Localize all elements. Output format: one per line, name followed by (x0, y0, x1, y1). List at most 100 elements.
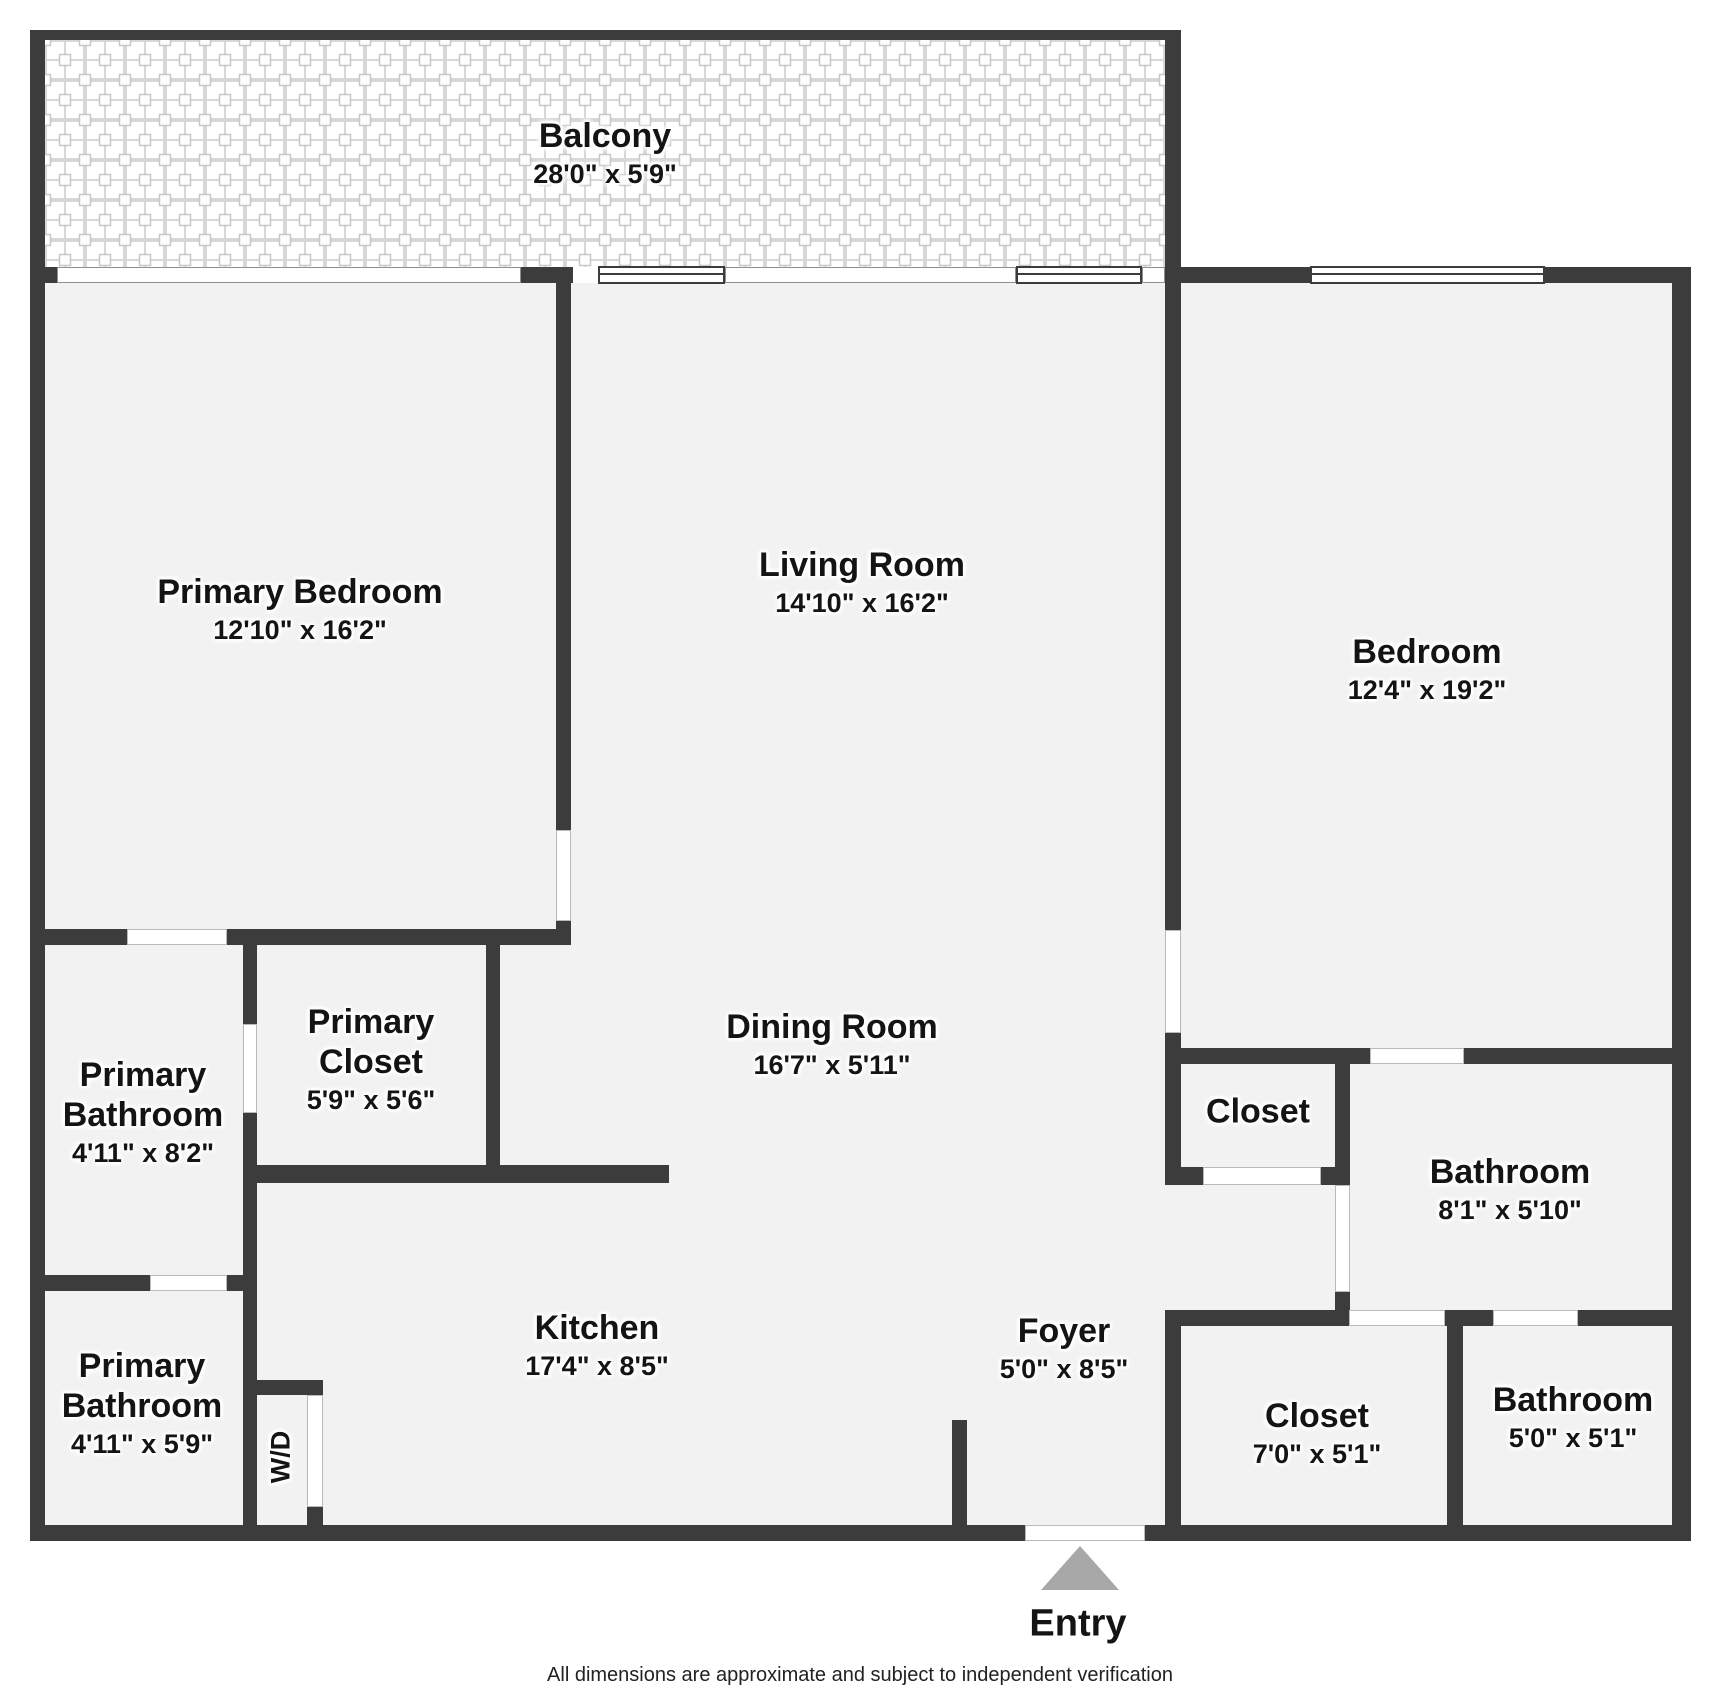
wall-divider-mid (1165, 1033, 1181, 1180)
wall-hall-bottom-left (1165, 1310, 1349, 1326)
footer-disclaimer: All dimensions are approximate and subje… (547, 1664, 1173, 1686)
wall-primary-bedroom-right (556, 283, 571, 830)
room-dims: 16'7" x 5'11" (753, 1050, 911, 1080)
label-washer-dryer: W/D (265, 1430, 296, 1484)
room-name: Bathroom (1429, 1153, 1591, 1191)
wall-bedroom-bottom-right (1464, 1048, 1672, 1064)
wall-foyer-closet-right (1447, 1326, 1463, 1525)
door-foyer-closet (1349, 1310, 1445, 1326)
room-dims: 8'1" x 5'10" (1438, 1195, 1582, 1225)
room-dims: 5'9" x 5'6" (306, 1085, 436, 1115)
door-small-bathroom (1493, 1310, 1578, 1326)
room-dims: 5'0" x 5'1" (1508, 1423, 1638, 1453)
room-name: Bathroom (61, 1387, 223, 1425)
room-name: Closet (319, 1043, 423, 1081)
room-dims: 28'0" x 5'9" (533, 159, 677, 189)
room-name: Balcony (538, 117, 672, 155)
unit-floor (45, 283, 1672, 1525)
wall-right-exterior (1672, 267, 1691, 1541)
room-name: Primary (79, 1056, 207, 1094)
room-name: Closet (1265, 1397, 1369, 1435)
door-primary-bathroom-lower (150, 1275, 227, 1291)
room-dims: 5'0" x 8'5" (999, 1354, 1129, 1384)
wall-hall-bottom-right (1578, 1310, 1672, 1326)
window-living-room-left (598, 266, 725, 284)
balcony-tile-pattern (45, 40, 1165, 267)
wall-bedroom-top-right (1545, 267, 1672, 283)
room-label-foyer: Foyer 5'0" x 8'5" (1000, 1311, 1129, 1387)
wall-primary-bedroom-bottom-right (227, 929, 571, 945)
wall-bedroom-bottom-left (1165, 1048, 1370, 1064)
wall-hall-closet-bottom-right (1321, 1167, 1350, 1185)
wall-primary-bath-divider-left (45, 1275, 150, 1291)
wall-hall-closet-bottom-left (1165, 1167, 1203, 1185)
wall-living-bedroom-divider (1165, 283, 1181, 930)
window-balcony-slider (725, 267, 1016, 283)
room-label-dining-room: Dining Room 16'7" x 5'11" (726, 1007, 938, 1083)
room-name: Primary Bedroom (157, 573, 443, 611)
wall-kitchen-foyer-stub (952, 1420, 967, 1525)
door-hall-bathroom (1335, 1185, 1350, 1292)
door-primary-bathroom (127, 929, 227, 945)
wall-hall-bottom-mid (1445, 1310, 1493, 1326)
wall-bottom-right (1145, 1525, 1691, 1541)
wall-bedroom-top-left (1181, 267, 1310, 283)
room-label-hall-bathroom: Bathroom 8'1" x 5'10" (1430, 1152, 1591, 1228)
wall-balcony-right (1165, 30, 1181, 283)
room-label-bedroom: Bedroom 12'4" x 19'2" (1348, 632, 1507, 708)
room-name: Bedroom (1352, 633, 1502, 671)
door-hall-closet (1203, 1167, 1321, 1185)
room-dims: 4'11" x 8'2" (71, 1138, 215, 1168)
wall-top-center-pier (521, 267, 573, 283)
room-label-foyer-closet: Closet 7'0" x 5'1" (1253, 1396, 1382, 1472)
window-living-room-right (1016, 266, 1142, 284)
wall-top-left-end (45, 267, 57, 283)
window-primary-bedroom-band (57, 267, 521, 283)
window-bedroom (1310, 266, 1545, 284)
room-name: Primary (78, 1347, 206, 1385)
room-label-living-room: Living Room 14'10" x 16'2" (759, 545, 965, 621)
room-dims: 14'10" x 16'2" (775, 588, 949, 618)
wall-bottom-left (30, 1525, 1025, 1541)
door-entry (1025, 1525, 1145, 1541)
door-bedroom (1165, 930, 1181, 1033)
wall-primary-closet-right (486, 945, 500, 1165)
wall-hall-closet-right (1335, 1064, 1350, 1167)
wall-primary-bath-right-upper (243, 945, 257, 1024)
wall-wd-stub (307, 1507, 323, 1525)
room-label-primary-bedroom: Primary Bedroom 12'10" x 16'2" (157, 572, 442, 648)
room-dims: 12'10" x 16'2" (213, 615, 387, 645)
room-dims: 12'4" x 19'2" (1347, 675, 1507, 705)
room-name: Foyer (1017, 1312, 1111, 1350)
room-dims: 4'11" x 5'9" (70, 1429, 214, 1459)
room-label-balcony: Balcony 28'0" x 5'9" (533, 116, 677, 192)
room-dims: 7'0" x 5'1" (1252, 1439, 1382, 1469)
room-label-hall-closet: Closet (1206, 1092, 1310, 1131)
wall-wd-top (250, 1380, 323, 1395)
wall-primary-bath-right-lower (243, 1113, 257, 1525)
wall-foyer-right (1165, 1310, 1181, 1525)
room-label-primary-bathroom-upper: Primary Bathroom 4'11" x 8'2" (63, 1055, 224, 1171)
window-living-room-cap (1142, 267, 1165, 283)
door-washer-dryer (307, 1395, 323, 1507)
room-name: Bathroom (1492, 1381, 1654, 1419)
entry-arrow-icon (1041, 1546, 1119, 1590)
room-name: Kitchen (534, 1309, 660, 1347)
room-name: Primary (307, 1003, 435, 1041)
label-entry: Entry (1029, 1602, 1127, 1645)
balcony-area (45, 40, 1165, 267)
door-primary-bedroom (556, 830, 571, 921)
wall-primary-bath-divider-right (227, 1275, 257, 1291)
room-name: Bathroom (62, 1096, 224, 1134)
room-dims: 17'4" x 8'5" (525, 1351, 669, 1381)
room-name: Dining Room (726, 1008, 938, 1046)
door-primary-closet (243, 1024, 257, 1113)
room-label-primary-bathroom-lower: Primary Bathroom 4'11" x 5'9" (62, 1346, 223, 1462)
door-hall-bathroom-ensuite (1370, 1048, 1464, 1064)
wall-left-exterior (30, 30, 45, 1541)
room-name: Living Room (759, 546, 965, 584)
wall-primary-bedroom-bottom-left (45, 929, 127, 945)
room-label-small-bathroom: Bathroom 5'0" x 5'1" (1493, 1380, 1654, 1456)
room-label-kitchen: Kitchen 17'4" x 8'5" (525, 1308, 669, 1384)
